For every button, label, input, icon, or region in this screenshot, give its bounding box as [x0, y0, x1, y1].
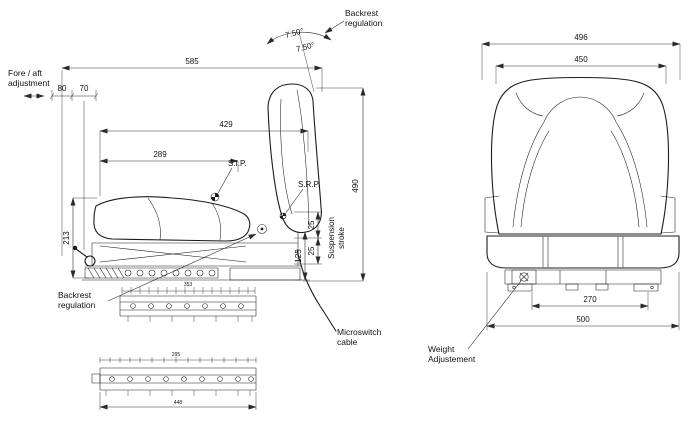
dim-upper-length: 429 [99, 120, 309, 196]
dim-front-height: 213 [62, 197, 97, 279]
sip-marker: S.I.P. [210, 159, 247, 202]
dim-rail-centres: 270 [531, 292, 649, 310]
front-seat-drawing [484, 76, 680, 292]
recliner-pivot-bolt [260, 227, 264, 231]
recliner-pivot [257, 224, 267, 234]
suspension-stroke-label-line1: Suspension [327, 217, 336, 259]
weight-adjustment: Weight Adjustement [428, 280, 522, 364]
dim-slide-travel: 80 70 [49, 84, 99, 250]
base-front-outline [486, 235, 680, 269]
side-seat-drawing [72, 83, 337, 332]
dim-rail-centres-value: 270 [583, 295, 597, 304]
shoulder-seam-left [515, 92, 544, 117]
dim-slide-a-value: 80 [58, 84, 67, 93]
weight-adjustment-label-line2: Adjustement [428, 354, 476, 364]
dim-overall-width: 496 [481, 33, 681, 80]
side-tab-right [660, 195, 676, 234]
weight-adjustment-label-line1: Weight [428, 344, 455, 354]
undercarriage [504, 269, 662, 292]
backrest-centre-seam [512, 96, 648, 228]
backrest-inner-seam-left [520, 130, 550, 228]
dim-stroke-up-value: 25 [307, 220, 316, 229]
side-tab-left [484, 195, 500, 234]
fore-aft-label-line2: adjustment [8, 78, 50, 88]
fore-aft-label-line1: Fore / aft [8, 68, 43, 78]
backrest-regulation-bottom-line2: regulation [58, 300, 96, 310]
dim-slide-b-value: 70 [80, 84, 89, 93]
weight-adjuster-knob [519, 272, 529, 282]
dim-overall-height: 490 [303, 87, 366, 282]
dim-mid-length: 289 [99, 150, 239, 172]
dim-overall-length: 585 [61, 57, 323, 256]
rail-bottom-length-value: 295 [172, 352, 181, 358]
microswitch-label-line2: cable [337, 337, 358, 347]
tilt-angle-forward: 7.50° [284, 26, 304, 40]
backrest-seam-rear [296, 89, 310, 226]
backrest-inner-seam-right [610, 130, 640, 228]
rail-detail-top: 353 [119, 282, 257, 322]
microswitch-label-line1: Microswitch [337, 327, 382, 337]
cushion-profile [93, 196, 251, 242]
srp-marker: S.R.P. [279, 180, 320, 220]
dim-base-width-value: 500 [576, 315, 590, 324]
dim-mid-length-value: 289 [153, 150, 167, 159]
tilt-angle-back: 7.50° [295, 40, 315, 54]
rail-detail-bottom: 295 448 [91, 352, 257, 410]
cushion-seam-2 [211, 202, 221, 241]
backrest-regulation-top-label-line2: regulation [345, 18, 383, 28]
backrest-front-outline [490, 76, 670, 235]
backrest-regulation-bottom: Backrest regulation [58, 233, 257, 310]
base-seams [542, 236, 624, 268]
dim-stroke-down-value: 25 [307, 246, 316, 255]
dim-overall-height-value: 490 [351, 179, 360, 193]
backrest-regulation-bottom-line1: Backrest [58, 290, 92, 300]
suspension-stroke-label-line2: stroke [337, 227, 346, 249]
rail-top-length-value: 353 [184, 282, 193, 288]
shoulder-seam-right [616, 92, 645, 117]
srp-label: S.R.P. [298, 180, 320, 189]
dim-base-width: 500 [486, 272, 680, 330]
dim-upper-length-value: 429 [219, 120, 233, 129]
suspension-base [81, 231, 303, 281]
dim-backrest-width: 450 [495, 55, 667, 84]
front-view: 496 450 270 500 Weight Adjustement [428, 33, 681, 364]
cushion-seam-1 [147, 197, 161, 241]
dim-overall-length-value: 585 [185, 57, 199, 66]
dim-backrest-width-value: 450 [574, 55, 588, 64]
rail-bottom-overall-value: 448 [174, 400, 183, 406]
backrest-profile [267, 83, 322, 234]
sip-label: S.I.P. [228, 159, 247, 168]
dim-front-height-value: 213 [62, 231, 71, 245]
tilt-indicator: 7.50° 7.50° [266, 20, 345, 93]
dim-overall-width-value: 496 [574, 33, 588, 42]
dim-stroke-total-value: 125 [294, 249, 303, 263]
backrest-seam-front [280, 98, 293, 215]
dim-suspension-stroke: 25 25 125 Suspension stroke [294, 211, 346, 281]
backrest-regulation-top-label-line1: Backrest [345, 8, 379, 18]
